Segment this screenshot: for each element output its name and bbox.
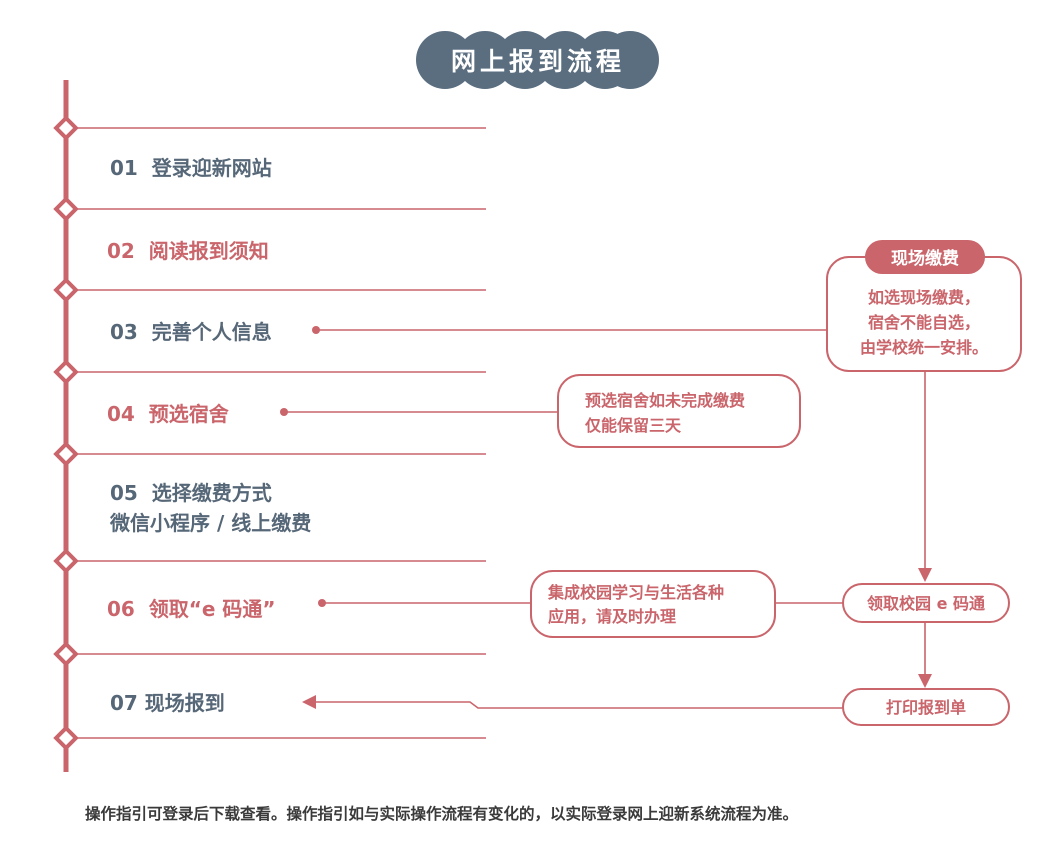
get-ecode-label: 领取校园 e 码通 xyxy=(867,594,985,613)
dorm-note-line: 预选宿舍如未完成缴费 xyxy=(585,391,745,410)
flow-arrow-line xyxy=(314,701,843,709)
diamond-marker xyxy=(53,196,79,222)
print-form-label: 打印报到单 xyxy=(886,698,966,717)
step-07-label: 07 现场报到 xyxy=(110,691,225,715)
step-03-label: 03 完善个人信息 xyxy=(110,320,272,344)
print-form-node: 打印报到单 xyxy=(842,688,1010,726)
arrow-down-icon xyxy=(918,674,932,688)
footer-note: 操作指引可登录后下载查看。操作指引如与实际操作流程有变化的，以实际登录网上迎新系… xyxy=(85,804,798,823)
diamond-marker xyxy=(53,725,79,751)
diamond-marker xyxy=(53,441,79,467)
diamond-marker xyxy=(53,277,79,303)
diamond-marker xyxy=(53,641,79,667)
onsite-payment-line: 宿舍不能自选， xyxy=(868,313,980,332)
step-04-label: 04 预选宿舍 xyxy=(107,402,230,426)
arrow-left-icon xyxy=(302,695,316,709)
page-title: 网上报到流程 xyxy=(451,47,625,76)
ecode-info-note: 集成校园学习与生活各种 应用，请及时办理 xyxy=(530,570,776,638)
diamond-marker xyxy=(53,548,79,574)
ecode-note-line: 应用，请及时办理 xyxy=(548,607,676,626)
connector-dot xyxy=(318,599,326,607)
separator-lines xyxy=(66,127,486,739)
onsite-payment-header: 现场缴费 xyxy=(891,248,959,269)
diamond-marker xyxy=(53,115,79,141)
step-02-label: 02 阅读报到须知 xyxy=(107,239,269,263)
onsite-payment-note: 现场缴费 如选现场缴费， 宿舍不能自选， 由学校统一安排。 xyxy=(826,240,1022,372)
step-05-sublabel: 微信小程序 / 线上缴费 xyxy=(109,511,311,535)
step-05-label: 05 选择缴费方式 xyxy=(110,481,272,505)
arrow-down-icon xyxy=(918,568,932,582)
connector-dot xyxy=(280,408,288,416)
ecode-note-line: 集成校园学习与生活各种 xyxy=(547,583,724,602)
step-01-label: 01 登录迎新网站 xyxy=(110,156,272,180)
diamond-marker xyxy=(53,359,79,385)
get-ecode-node: 领取校园 e 码通 xyxy=(842,583,1010,623)
dorm-note-line: 仅能保留三天 xyxy=(584,416,682,435)
onsite-payment-line: 由学校统一安排。 xyxy=(860,338,988,357)
onsite-payment-header-badge xyxy=(865,240,985,274)
connector-dot xyxy=(312,326,320,334)
dorm-reservation-note: 预选宿舍如未完成缴费 仅能保留三天 xyxy=(557,374,801,448)
title-badge: 网上报到流程 xyxy=(416,31,659,89)
onsite-payment-line: 如选现场缴费， xyxy=(868,288,980,307)
step-06-label: 06 领取“e 码通” xyxy=(107,597,276,621)
timeline-diamonds xyxy=(53,115,79,751)
